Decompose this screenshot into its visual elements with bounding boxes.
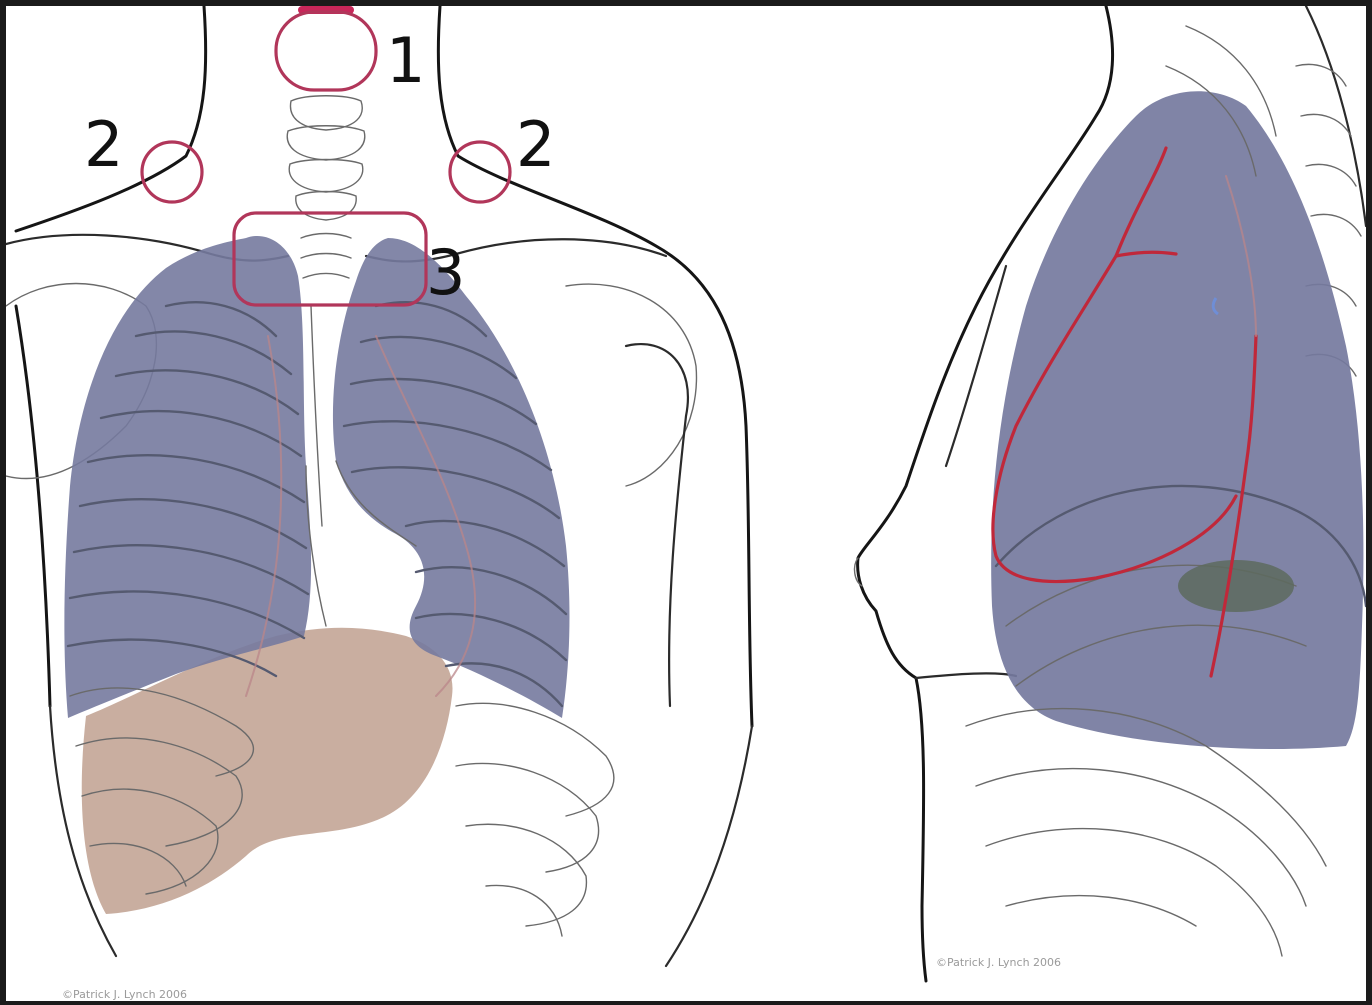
callout-3: 3 xyxy=(426,236,465,309)
cervical-spine xyxy=(287,96,364,278)
lateral-chest-view: ©Patrick J. Lynch 2006 xyxy=(855,6,1366,981)
right-humerus xyxy=(626,344,688,706)
lateral-lung-mass xyxy=(1178,560,1294,612)
lateral-back-line xyxy=(1306,6,1366,226)
callout-1: 1 xyxy=(386,24,425,97)
marker-1-region xyxy=(276,12,376,90)
callout-2-left: 2 xyxy=(84,108,123,181)
frontal-chest-view: 1 2 2 3 ©Patrick J. Lynch 2006 xyxy=(6,6,752,1001)
marker-2-right-region xyxy=(450,142,510,202)
anatomy-figure: 1 2 2 3 ©Patrick J. Lynch 2006 xyxy=(6,6,1366,1001)
right-scapula xyxy=(566,284,696,486)
lateral-signature: ©Patrick J. Lynch 2006 xyxy=(936,956,1061,969)
sternum xyxy=(311,306,322,526)
callout-2-right: 2 xyxy=(516,108,555,181)
marker-2-left-region xyxy=(142,142,202,202)
frontal-signature: ©Patrick J. Lynch 2006 xyxy=(62,988,187,1001)
figure-panel: 1 2 2 3 ©Patrick J. Lynch 2006 xyxy=(6,6,1366,1001)
